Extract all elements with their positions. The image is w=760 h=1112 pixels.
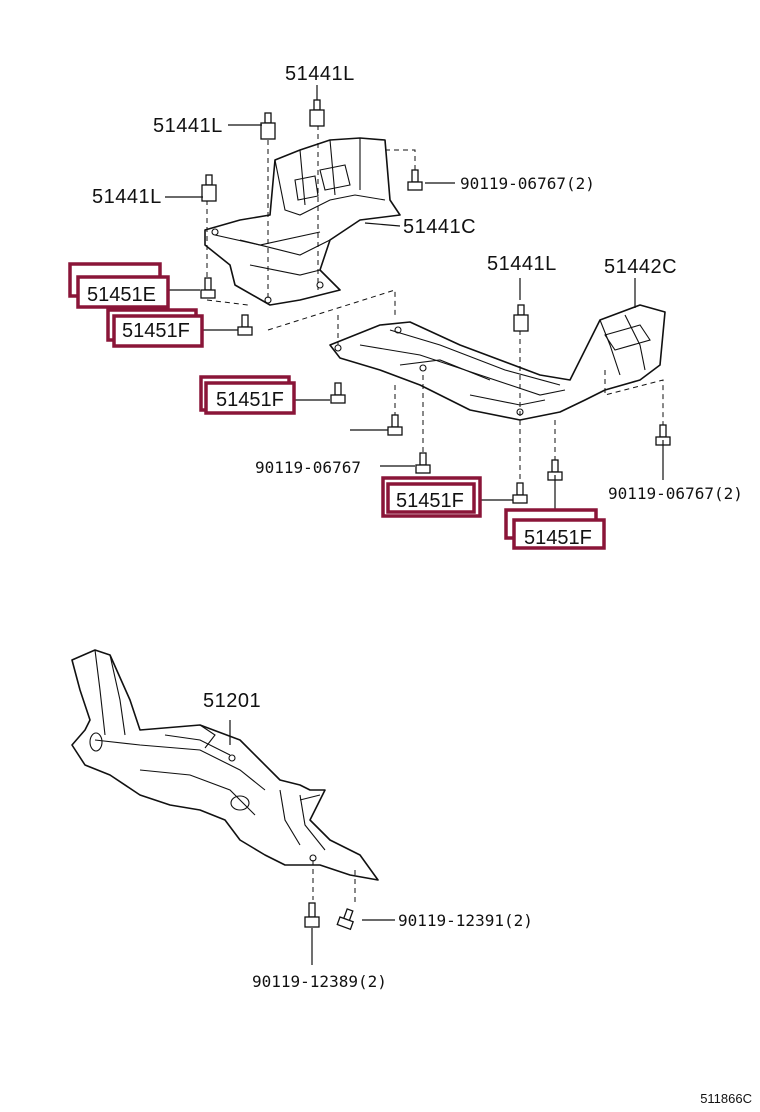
bolt-icon — [237, 314, 253, 336]
bolt-icon — [512, 482, 528, 504]
front-engine-under-cover — [204, 137, 401, 306]
label-clip-top: 51441L — [285, 63, 355, 85]
label-front-cover: 51441C — [403, 216, 476, 238]
bolt-icon — [415, 452, 431, 474]
label-bolt-cross-right: 90119-12391(2) — [398, 911, 533, 930]
clip-icon — [513, 304, 529, 332]
callout-51451F-1[interactable]: 51451F — [106, 308, 204, 348]
bolt-icon — [330, 382, 346, 404]
callout-51451E[interactable]: 51451E — [68, 262, 170, 309]
callout-label: 51451F — [524, 527, 592, 549]
bolt-icon — [336, 908, 354, 931]
label-bolt-far-right: 90119-06767(2) — [608, 484, 743, 503]
label-rear-cover: 51442C — [604, 256, 677, 278]
clip-icon — [309, 99, 325, 127]
bolt-icon — [387, 414, 403, 436]
alignment-lines — [206, 125, 664, 480]
clip-icon — [260, 112, 276, 140]
callout-51451F-4[interactable]: 51451F — [504, 508, 606, 550]
callout-label: 51451F — [122, 320, 190, 342]
callout-51451F-3[interactable]: 51451F — [381, 476, 482, 518]
highlighted-part-callouts: 51451E 51451F 51451F 51451F 51451F — [68, 262, 606, 550]
callout-label: 51451F — [216, 389, 284, 411]
front-suspension-crossmember — [71, 649, 379, 905]
leader-lines-upper — [165, 85, 664, 515]
label-bolt-center: 90119-06767 — [255, 458, 361, 477]
bolt-icon — [200, 277, 216, 299]
label-bolt-top-right: 90119-06767(2) — [460, 174, 595, 193]
label-clip-left-lower: 51441L — [92, 186, 162, 208]
callout-label: 51451E — [87, 284, 156, 306]
callout-label: 51451F — [396, 490, 464, 512]
bolt-icon — [407, 169, 423, 191]
label-crossmember: 51201 — [203, 690, 261, 712]
rear-engine-under-cover — [329, 304, 666, 421]
fasteners-lower — [229, 720, 395, 965]
diagram-reference-code: 511866C — [700, 1091, 752, 1106]
clip-icon — [201, 174, 217, 202]
bolt-icon — [304, 902, 320, 928]
label-bolt-cross-bottom: 90119-12389(2) — [252, 972, 387, 991]
label-clip-left-upper: 51441L — [153, 115, 223, 137]
part-labels: 51441L 51441L 51441L 90119-06767(2) 5144… — [92, 63, 743, 991]
label-clip-right: 51441L — [487, 253, 557, 275]
callout-51451F-2[interactable]: 51451F — [199, 375, 296, 415]
